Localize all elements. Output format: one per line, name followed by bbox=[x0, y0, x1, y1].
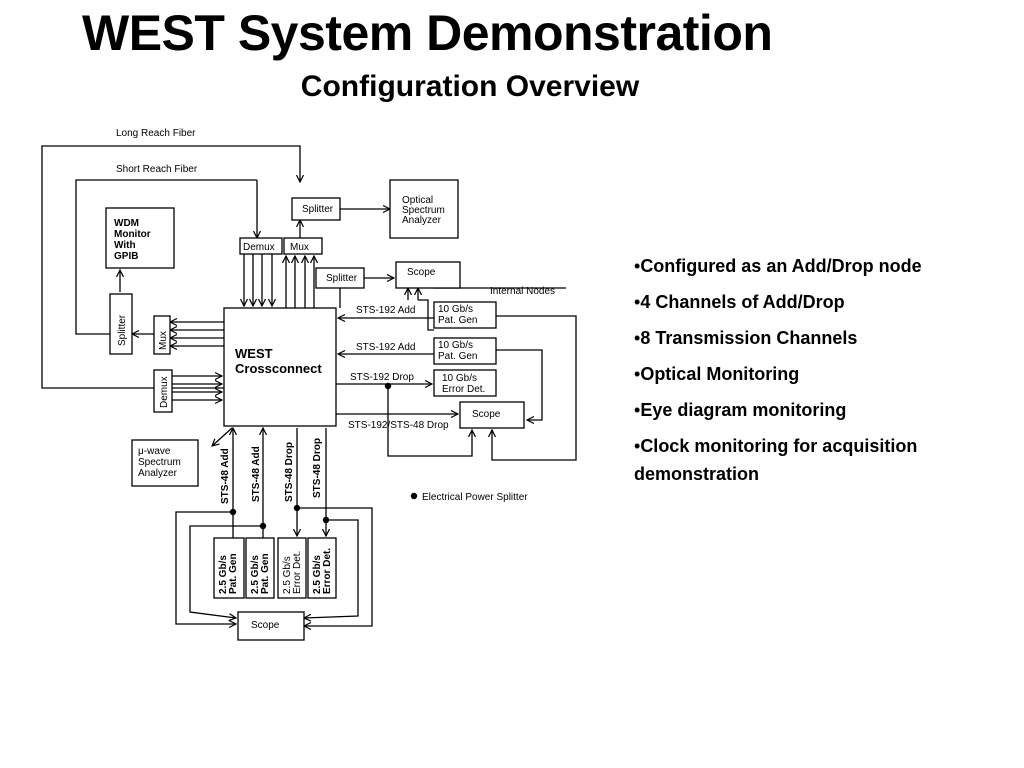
splitter-mid-label: Splitter bbox=[326, 273, 358, 284]
g25-patgen-2-label-1: 2.5 Gb/s bbox=[250, 555, 261, 594]
osa-box bbox=[389, 179, 459, 239]
uwave-box bbox=[131, 439, 199, 487]
patgen-10g-1-box bbox=[433, 301, 497, 329]
demux-left-label: Demux bbox=[159, 376, 170, 408]
g25-patgen-1-label-2: Pat. Gen bbox=[228, 553, 239, 594]
sts192-48-drop-label: STS-192/STS-48 Drop bbox=[348, 420, 449, 431]
scope-top-box bbox=[395, 261, 461, 289]
wdm-label-2: Monitor bbox=[114, 229, 151, 240]
page-subtitle: Configuration Overview bbox=[300, 70, 640, 103]
uwave-label-2: Spectrum bbox=[138, 457, 181, 468]
g25-patgen-1-box bbox=[213, 537, 245, 599]
errdet-10g-label-1: 10 Gb/s bbox=[442, 373, 477, 384]
osa-label-1: Optical bbox=[402, 195, 433, 206]
bullet-text: Optical Monitoring bbox=[640, 364, 800, 384]
g25-errdet-1-box bbox=[277, 537, 307, 599]
g25-errdet-1-label-1: 2.5 Gb/s bbox=[282, 556, 293, 594]
patgen-10g-1-label-2: Pat. Gen bbox=[438, 315, 477, 326]
bullet-text: 4 Channels of Add/Drop bbox=[640, 292, 845, 312]
g25-errdet-2-box bbox=[307, 537, 337, 599]
mux-top-label: Mux bbox=[290, 242, 309, 253]
wdm-label-3: With bbox=[114, 240, 136, 251]
uwave-label-3: Analyzer bbox=[138, 468, 178, 479]
page-title: WEST System Demonstration bbox=[82, 5, 773, 61]
sts192-drop-label: STS-192 Drop bbox=[350, 372, 414, 383]
sts48-drop-2-label: STS-48 Drop bbox=[312, 438, 323, 498]
demux-top-box bbox=[239, 237, 283, 255]
wdm-label-4: GPIB bbox=[114, 251, 138, 262]
mux-top-box bbox=[283, 237, 323, 255]
bullet-item: •Configured as an Add/Drop node bbox=[634, 252, 1024, 280]
sts48-drop-1-label: STS-48 Drop bbox=[284, 442, 295, 502]
scope-bottom-box bbox=[237, 611, 305, 641]
scope-mid-box bbox=[459, 401, 525, 429]
long-reach-fiber-label: Long Reach Fiber bbox=[116, 128, 196, 139]
patgen-10g-2-label-2: Pat. Gen bbox=[438, 351, 477, 362]
bullet-text: 8 Transmission Channels bbox=[640, 328, 858, 348]
bullet-item: •Eye diagram monitoring bbox=[634, 396, 1024, 424]
bullet-marker: • bbox=[634, 400, 641, 420]
bullet-item: •Optical Monitoring bbox=[634, 360, 1024, 388]
bullet-marker: • bbox=[634, 256, 641, 276]
sts48-add-2-label: STS-48 Add bbox=[251, 446, 262, 502]
crossconnect-label-1: WEST bbox=[235, 346, 273, 361]
bullet-marker: • bbox=[634, 364, 641, 384]
scope-mid-label: Scope bbox=[472, 409, 501, 420]
errdet-10g-label-2: Error Det. bbox=[442, 384, 485, 395]
g25-patgen-2-box bbox=[245, 537, 275, 599]
bullet-item: •Clock monitoring for acquisition demons… bbox=[634, 432, 1024, 488]
wdm-label-1: WDM bbox=[114, 218, 139, 229]
g25-errdet-2-label-2: Error Det. bbox=[322, 548, 333, 594]
patgen-10g-1-label-1: 10 Gb/s bbox=[438, 304, 473, 315]
bullet-item: •4 Channels of Add/Drop bbox=[634, 288, 1024, 316]
g25-errdet-1-label-2: Error Det. bbox=[292, 551, 303, 594]
short-reach-fiber-label: Short Reach Fiber bbox=[116, 164, 198, 175]
splitter-mid-box bbox=[315, 267, 365, 289]
bullet-text: Configured as an Add/Drop node bbox=[640, 256, 922, 276]
bullet-marker: • bbox=[634, 292, 641, 312]
splitter-top-label: Splitter bbox=[302, 204, 334, 215]
uwave-label-1: μ-wave bbox=[138, 446, 171, 457]
patgen-10g-2-box bbox=[433, 337, 497, 365]
g25-patgen-1-label-1: 2.5 Gb/s bbox=[218, 555, 229, 594]
crossconnect-label-2: Crossconnect bbox=[235, 361, 322, 376]
mux-left-label: Mux bbox=[158, 331, 169, 350]
splitter-left-box bbox=[109, 293, 133, 355]
mux-left-box bbox=[153, 315, 171, 355]
osa-label-2: Spectrum bbox=[402, 205, 445, 216]
splitter-left-label: Splitter bbox=[117, 314, 128, 346]
sts192-add-1-label: STS-192 Add bbox=[356, 305, 415, 316]
crossconnect-box bbox=[223, 307, 337, 427]
demux-top-label: Demux bbox=[243, 242, 275, 253]
errdet-10g-box bbox=[433, 369, 497, 397]
bullet-text: Eye diagram monitoring bbox=[640, 400, 847, 420]
bullet-item: •8 Transmission Channels bbox=[634, 324, 1024, 352]
patgen-10g-2-label-1: 10 Gb/s bbox=[438, 340, 473, 351]
demux-left-box bbox=[153, 369, 173, 413]
scope-bottom-label: Scope bbox=[251, 620, 280, 631]
osa-label-3: Analyzer bbox=[402, 215, 442, 226]
internal-nodes-label: Internal Nodes bbox=[490, 286, 555, 297]
feature-bullet-list: •Configured as an Add/Drop node •4 Chann… bbox=[634, 252, 1024, 496]
bullet-text: Clock monitoring for acquisition demonst… bbox=[634, 436, 918, 484]
g25-patgen-2-label-2: Pat. Gen bbox=[260, 553, 271, 594]
electrical-splitter-label: Electrical Power Splitter bbox=[422, 492, 528, 503]
bullet-marker: • bbox=[634, 328, 641, 348]
sts48-add-1-label: STS-48 Add bbox=[220, 448, 231, 504]
sts192-add-2-label: STS-192 Add bbox=[356, 342, 415, 353]
wdm-monitor-box bbox=[105, 207, 175, 269]
splitter-top-box bbox=[291, 197, 341, 221]
bullet-marker: • bbox=[634, 436, 641, 456]
g25-errdet-2-label-1: 2.5 Gb/s bbox=[312, 555, 323, 594]
scope-top-label: Scope bbox=[407, 267, 436, 278]
